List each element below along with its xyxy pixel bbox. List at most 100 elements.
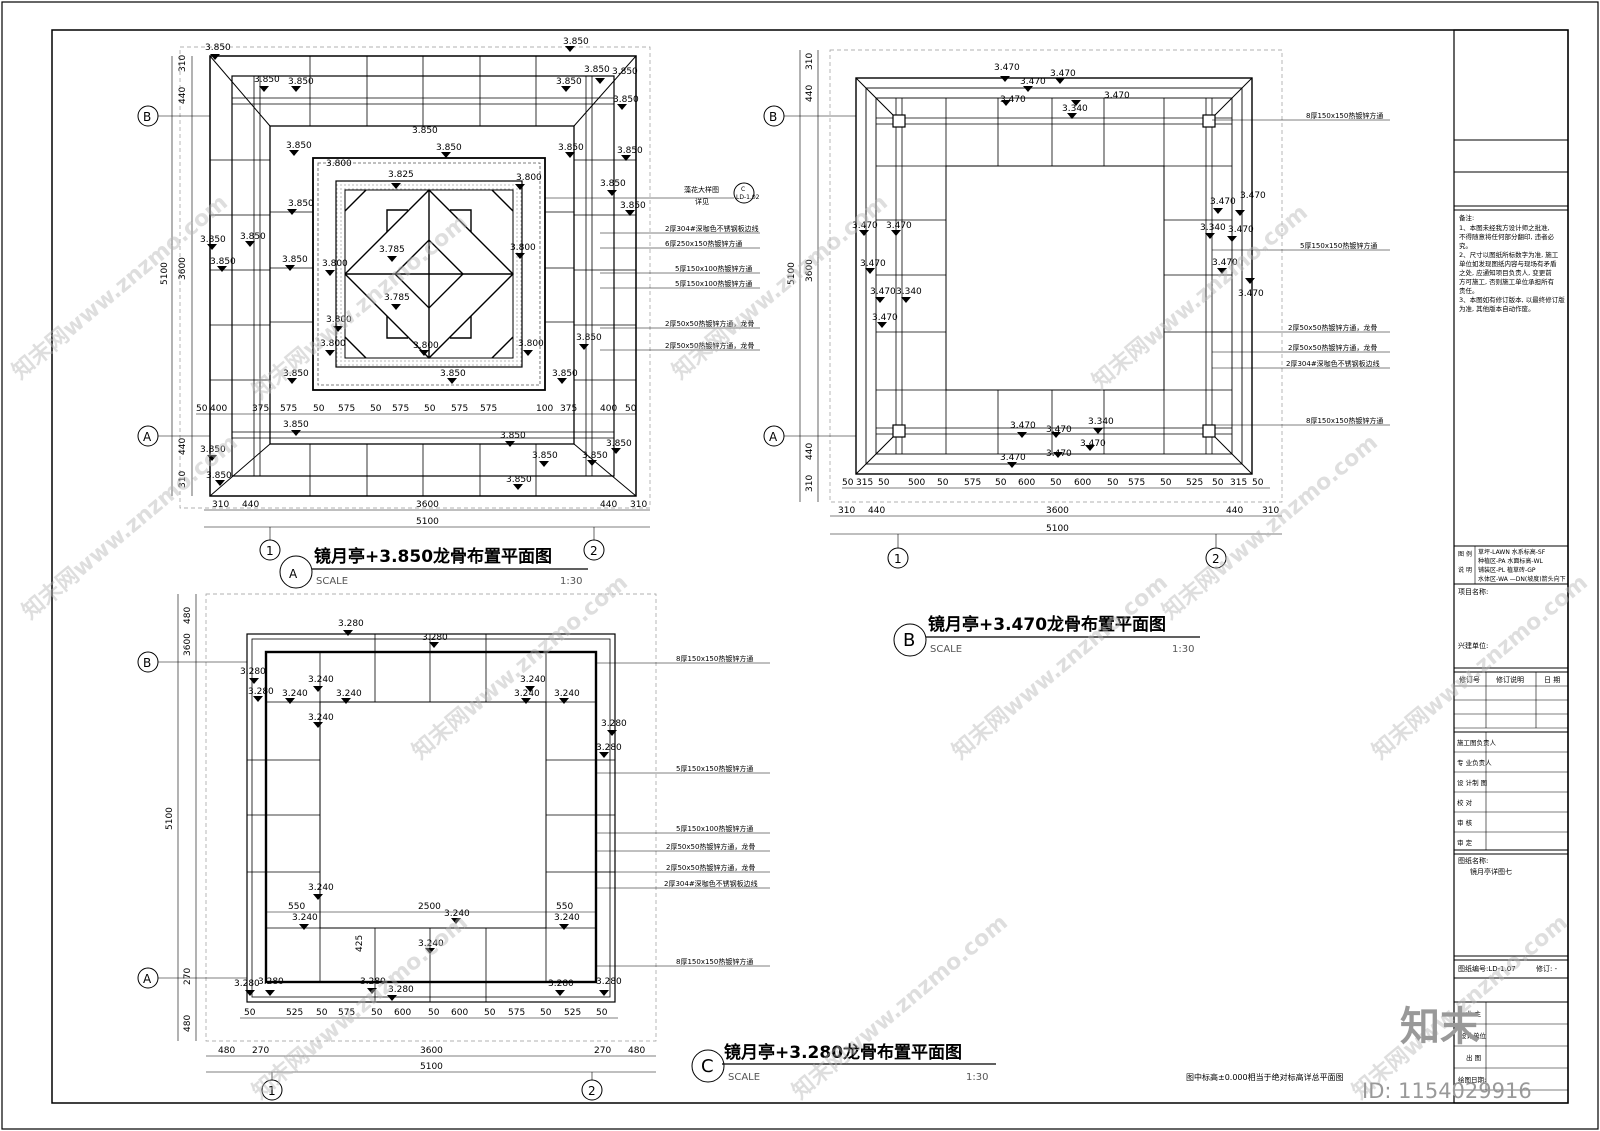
svg-text:说: 说 xyxy=(1458,566,1464,574)
svg-text:3.240: 3.240 xyxy=(282,689,308,699)
svg-text:3.470: 3.470 xyxy=(1228,225,1254,235)
svg-text:480: 480 xyxy=(628,1046,645,1056)
svg-text:575: 575 xyxy=(508,1008,525,1018)
svg-text:3.785: 3.785 xyxy=(379,245,405,255)
svg-text:50: 50 xyxy=(1252,478,1264,488)
svg-text:3.470: 3.470 xyxy=(1210,197,1236,207)
svg-text:310: 310 xyxy=(1262,506,1279,516)
svg-text:3600: 3600 xyxy=(805,259,815,282)
svg-text:3.470: 3.470 xyxy=(1000,95,1026,105)
svg-text:3.850: 3.850 xyxy=(283,369,309,379)
svg-text:备注:: 备注: xyxy=(1459,213,1474,222)
svg-text:5厚150x150热镀锌方通: 5厚150x150热镀锌方通 xyxy=(1300,241,1377,250)
svg-text:3.850: 3.850 xyxy=(600,179,626,189)
svg-text:2厚50x50热镀锌方通，龙骨: 2厚50x50热镀锌方通，龙骨 xyxy=(666,863,755,872)
svg-text:3.800: 3.800 xyxy=(320,339,346,349)
svg-text:1:30: 1:30 xyxy=(1172,644,1194,655)
plan-c-bottom-dims: 480 270 3600 270 480 5100 xyxy=(206,1046,656,1073)
svg-text:50: 50 xyxy=(1050,478,1062,488)
svg-text:3.470: 3.470 xyxy=(1238,289,1264,299)
svg-text:3.850: 3.850 xyxy=(506,475,532,485)
svg-text:SCALE: SCALE xyxy=(930,644,962,655)
svg-text:3600: 3600 xyxy=(178,257,188,280)
svg-text:3.850: 3.850 xyxy=(288,77,314,87)
svg-text:3600: 3600 xyxy=(416,500,439,510)
svg-text:3.470: 3.470 xyxy=(860,259,886,269)
plan-b-level-markers xyxy=(859,76,1255,468)
svg-text:1: 1 xyxy=(266,544,274,558)
svg-text:480: 480 xyxy=(183,607,193,624)
svg-text:3.850: 3.850 xyxy=(620,201,646,211)
approval-stamps: 业 主 设计单位 出 图 绘图日期: xyxy=(1454,1002,1568,1091)
svg-text:600: 600 xyxy=(1018,478,1035,488)
svg-text:525: 525 xyxy=(1186,478,1203,488)
svg-text:3.825: 3.825 xyxy=(388,170,414,180)
svg-text:审 核: 审 核 xyxy=(1457,818,1473,827)
svg-text:3.800: 3.800 xyxy=(510,243,536,253)
svg-text:项目名称:: 项目名称: xyxy=(1458,587,1488,596)
revision-number: 修订: - xyxy=(1536,964,1558,973)
svg-text:1、本图未经我方设计师之批准,: 1、本图未经我方设计师之批准, xyxy=(1459,223,1550,232)
svg-text:3.240: 3.240 xyxy=(444,909,470,919)
svg-text:525: 525 xyxy=(564,1008,581,1018)
svg-text:为准, 其他版本自动作废。: 为准, 其他版本自动作废。 xyxy=(1459,304,1535,313)
svg-text:440: 440 xyxy=(805,85,815,102)
plan-b-axes: B A 1 2 xyxy=(763,105,1227,569)
svg-text:3.850: 3.850 xyxy=(552,369,578,379)
svg-text:3.850: 3.850 xyxy=(582,451,608,461)
svg-text:50: 50 xyxy=(1160,478,1172,488)
svg-text:镜月亭+3.280龙骨布置平面图: 镜月亭+3.280龙骨布置平面图 xyxy=(724,1042,962,1063)
svg-text:440: 440 xyxy=(600,500,617,510)
svg-text:400: 400 xyxy=(210,404,227,414)
plan-b-internal-dims: 50 315 50 500 50 575 50 600 50 600 50 57… xyxy=(842,478,1270,489)
svg-text:3.850: 3.850 xyxy=(282,255,308,265)
title-block: 备注: 1、本图未经我方设计师之批准, 不得随意将任何部分翻印, 违者必 究。 … xyxy=(1453,29,1569,1104)
svg-text:50: 50 xyxy=(370,404,382,414)
plan-a-material-notes: 2厚304#深咖色不锈钢板边线 6厚250x150热镀锌方通 5厚150x100… xyxy=(600,224,760,351)
svg-text:5厚150x100热镀锌方通: 5厚150x100热镀锌方通 xyxy=(676,824,753,833)
svg-text:3.340: 3.340 xyxy=(1200,223,1226,233)
svg-text:440: 440 xyxy=(242,500,259,510)
svg-text:50: 50 xyxy=(540,1008,552,1018)
svg-text:1:30: 1:30 xyxy=(966,1072,988,1083)
svg-text:C: C xyxy=(741,186,745,193)
svg-text:3.470: 3.470 xyxy=(1240,191,1266,201)
svg-text:3.280: 3.280 xyxy=(240,667,266,677)
svg-text:知末网www.znzmo.com: 知末网www.znzmo.com xyxy=(947,569,1173,764)
svg-text:设 计制 图: 设 计制 图 xyxy=(1457,778,1487,787)
svg-text:3.850: 3.850 xyxy=(617,146,643,156)
svg-text:3.240: 3.240 xyxy=(308,713,334,723)
svg-text:3.850: 3.850 xyxy=(283,420,309,430)
plan-c-axes: B A 1 2 xyxy=(137,651,603,1101)
svg-text:5厚150x150热镀锌方通: 5厚150x150热镀锌方通 xyxy=(676,764,753,773)
svg-text:3.280: 3.280 xyxy=(596,743,622,753)
svg-text:550: 550 xyxy=(556,902,573,912)
svg-text:A: A xyxy=(143,430,152,444)
svg-text:知末网www.znzmo.com: 知末网www.znzmo.com xyxy=(7,189,233,384)
svg-text:440: 440 xyxy=(805,443,815,460)
svg-text:50: 50 xyxy=(313,404,325,414)
svg-text:2、尺寸以图纸所标数字为准, 施工: 2、尺寸以图纸所标数字为准, 施工 xyxy=(1459,250,1559,259)
svg-text:8厚150x150热镀锌方通: 8厚150x150热镀锌方通 xyxy=(1306,111,1383,120)
svg-text:3.470: 3.470 xyxy=(870,287,896,297)
svg-text:3.800: 3.800 xyxy=(518,339,544,349)
watermark-id: ID: 1154029916 xyxy=(1362,1079,1532,1103)
svg-text:2500: 2500 xyxy=(418,902,441,912)
svg-text:3.280: 3.280 xyxy=(258,977,284,987)
plan-a-axes: B A 1 2 xyxy=(137,105,605,561)
svg-text:50: 50 xyxy=(1107,478,1119,488)
svg-text:50: 50 xyxy=(484,1008,496,1018)
plan-c-inner-dims: 550 2500 550 425 xyxy=(266,902,596,952)
svg-text:SCALE: SCALE xyxy=(316,576,348,587)
svg-text:3.850: 3.850 xyxy=(440,369,466,379)
revision-table: 修订号 修订说明 日 期 xyxy=(1454,672,1568,729)
svg-text:50: 50 xyxy=(878,478,890,488)
svg-text:藻花大样图: 藻花大样图 xyxy=(684,185,719,194)
svg-text:图: 图 xyxy=(1458,551,1464,558)
plan-b: 3.470 3.470 3.470 3.470 3.340 3.470 3.47… xyxy=(763,49,1390,657)
signature-table: 施工图负责人 专 业负责人 设 计制 图 校 对 审 核 审 定 xyxy=(1454,732,1568,850)
plan-a-internal-dims: 50 400 375 575 50 575 50 575 50 575 575 … xyxy=(196,404,637,415)
svg-text:3.850: 3.850 xyxy=(240,232,266,242)
svg-text:2厚50x50热镀锌方通，龙骨: 2厚50x50热镀锌方通，龙骨 xyxy=(1288,343,1377,352)
svg-text:575: 575 xyxy=(338,1008,355,1018)
